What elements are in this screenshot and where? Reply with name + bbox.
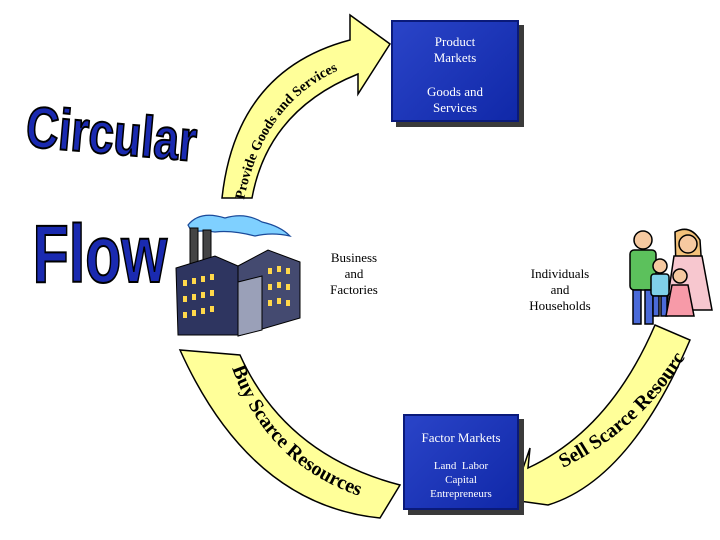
factor-markets-title: Factor Markets [421,430,501,445]
product-markets-sub-line1: Goods and [427,84,483,99]
product-markets-title-line1: Product [434,34,476,49]
households-label: Individuals and Households [515,266,605,314]
households-label-line2: and [550,282,570,297]
factory-icon [175,214,301,337]
households-label-line1: Individuals [530,266,590,281]
households-label-line3: Households [529,298,591,313]
top-flow-arrow [221,13,392,199]
factor-markets-box: Factor Markets Land Labor Capital Entrep… [403,414,519,510]
business-label-line2: and [344,266,364,281]
right-flow-arrow [510,324,691,506]
title-flow: Flow [33,209,168,301]
business-label-line3: Factories [330,282,378,297]
title-circular: Circular [23,95,199,174]
product-markets-title-line2: Markets [433,50,477,65]
factor-markets-sub-line1: Land Labor [433,460,489,472]
business-label: Business and Factories [312,250,396,298]
product-markets-box: Product Markets Goods and Services [391,20,519,122]
factor-markets-sub-line2: Capital [445,474,477,486]
left-flow-arrow [178,349,402,519]
factor-markets-sub-line3: Entrepreneurs [430,488,492,500]
business-label-line1: Business [330,250,378,265]
product-markets-sub-line2: Services [432,100,478,115]
family-icon [629,228,713,325]
